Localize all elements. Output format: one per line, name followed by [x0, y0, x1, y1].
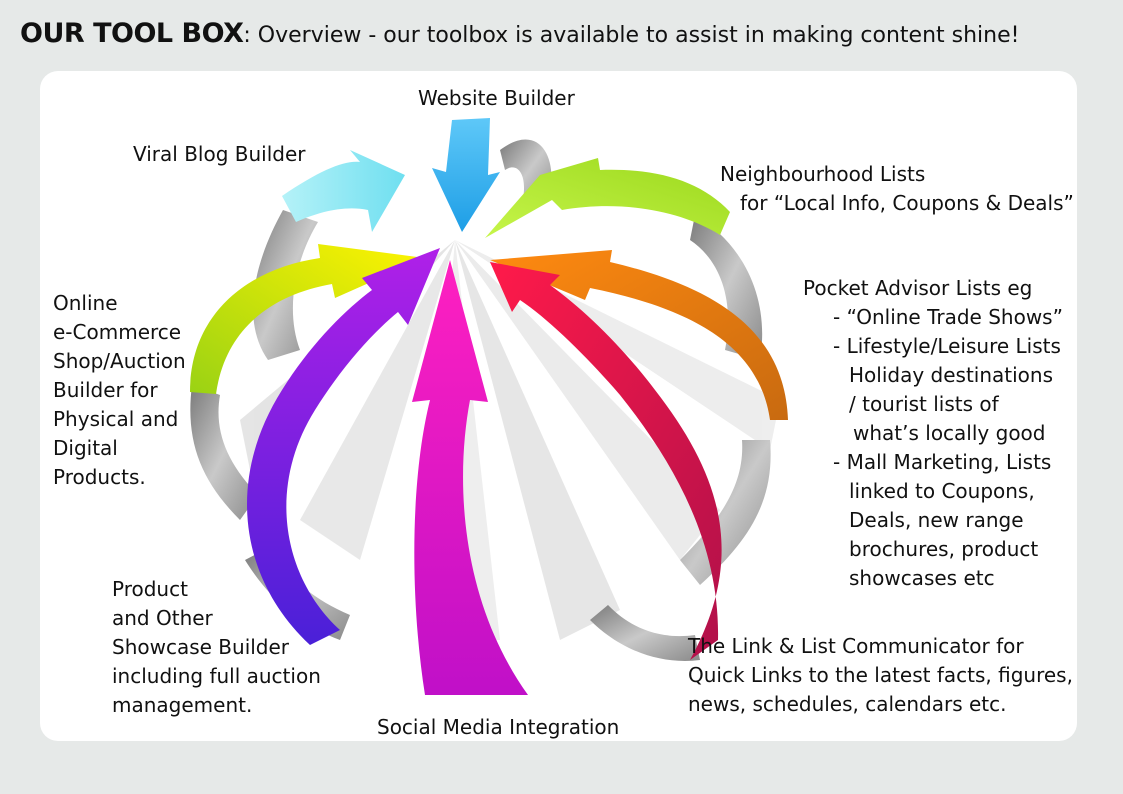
arrow-green: [485, 158, 730, 238]
product-showcase-line: and Other: [112, 606, 213, 630]
arrow-magenta: [412, 260, 528, 695]
label-viral-blog-builder: Viral Blog Builder: [133, 140, 306, 169]
label-social-media: Social Media Integration: [377, 713, 619, 742]
pocket-advisor-line: brochures, product: [849, 537, 1039, 561]
product-showcase-line: management.: [112, 693, 253, 717]
link-list-line: The Link & List Communicator for: [688, 634, 1024, 658]
header-separator: :: [243, 23, 251, 48]
arrow-blue: [432, 118, 500, 232]
pocket-advisor-line: - Lifestyle/Leisure Lists: [833, 334, 1061, 358]
pocket-advisor-line: what’s locally good: [853, 421, 1046, 445]
label-neighbourhood-lists: Neighbourhood Lists for “Local Info, Cou…: [720, 160, 1074, 218]
header-subtitle: Overview - our toolbox is available to a…: [250, 23, 1020, 48]
ecommerce-line: Online: [53, 291, 118, 315]
pocket-advisor-line: - Mall Marketing, Lists: [833, 450, 1052, 474]
ecommerce-line: Digital: [53, 436, 118, 460]
label-product-showcase: Product and Other Showcase Builder inclu…: [112, 575, 321, 720]
pocket-advisor-line: Deals, new range: [849, 508, 1024, 532]
link-list-line: news, schedules, calendars etc.: [688, 692, 1007, 716]
label-link-list: The Link & List Communicator for Quick L…: [688, 632, 1073, 719]
pocket-advisor-line: - “Online Trade Shows”: [833, 305, 1063, 329]
ecommerce-line: e-Commerce: [53, 320, 182, 344]
arrow-purple: [247, 248, 440, 645]
website-builder-text: Website Builder: [418, 86, 575, 110]
ecommerce-line: Shop/Auction: [53, 349, 186, 373]
neighbourhood-line-1: Neighbourhood Lists: [720, 162, 926, 186]
neighbourhood-line-2: for “Local Info, Coupons & Deals”: [740, 191, 1074, 215]
page-header: OUR TOOL BOX: Overview - our toolbox is …: [20, 18, 1019, 52]
arrow-orange: [490, 250, 788, 420]
pocket-advisor-line: Holiday destinations: [849, 363, 1054, 387]
arrow-red: [490, 262, 722, 660]
pocket-advisor-line: showcases etc: [849, 566, 995, 590]
pocket-advisor-line: linked to Coupons,: [849, 479, 1035, 503]
link-list-line: Quick Links to the latest facts, figures…: [688, 663, 1073, 687]
pocket-advisor-line: / tourist lists of: [849, 392, 999, 416]
pocket-advisor-line: Pocket Advisor Lists eg: [803, 276, 1033, 300]
ecommerce-line: Builder for: [53, 378, 158, 402]
arrow-cyan: [282, 150, 405, 232]
ecommerce-line: Physical and: [53, 407, 179, 431]
product-showcase-line: Product: [112, 577, 188, 601]
product-showcase-line: Showcase Builder: [112, 635, 290, 659]
social-media-text: Social Media Integration: [377, 715, 620, 739]
label-pocket-advisor: Pocket Advisor Lists eg - “Online Trade …: [803, 274, 1063, 593]
viral-blog-builder-text: Viral Blog Builder: [133, 142, 306, 166]
label-ecommerce: Online e-Commerce Shop/Auction Builder f…: [53, 289, 186, 492]
label-website-builder: Website Builder: [418, 84, 575, 113]
ecommerce-line: Products.: [53, 465, 146, 489]
product-showcase-line: including full auction: [112, 664, 321, 688]
header-title: OUR TOOL BOX: [20, 18, 244, 49]
